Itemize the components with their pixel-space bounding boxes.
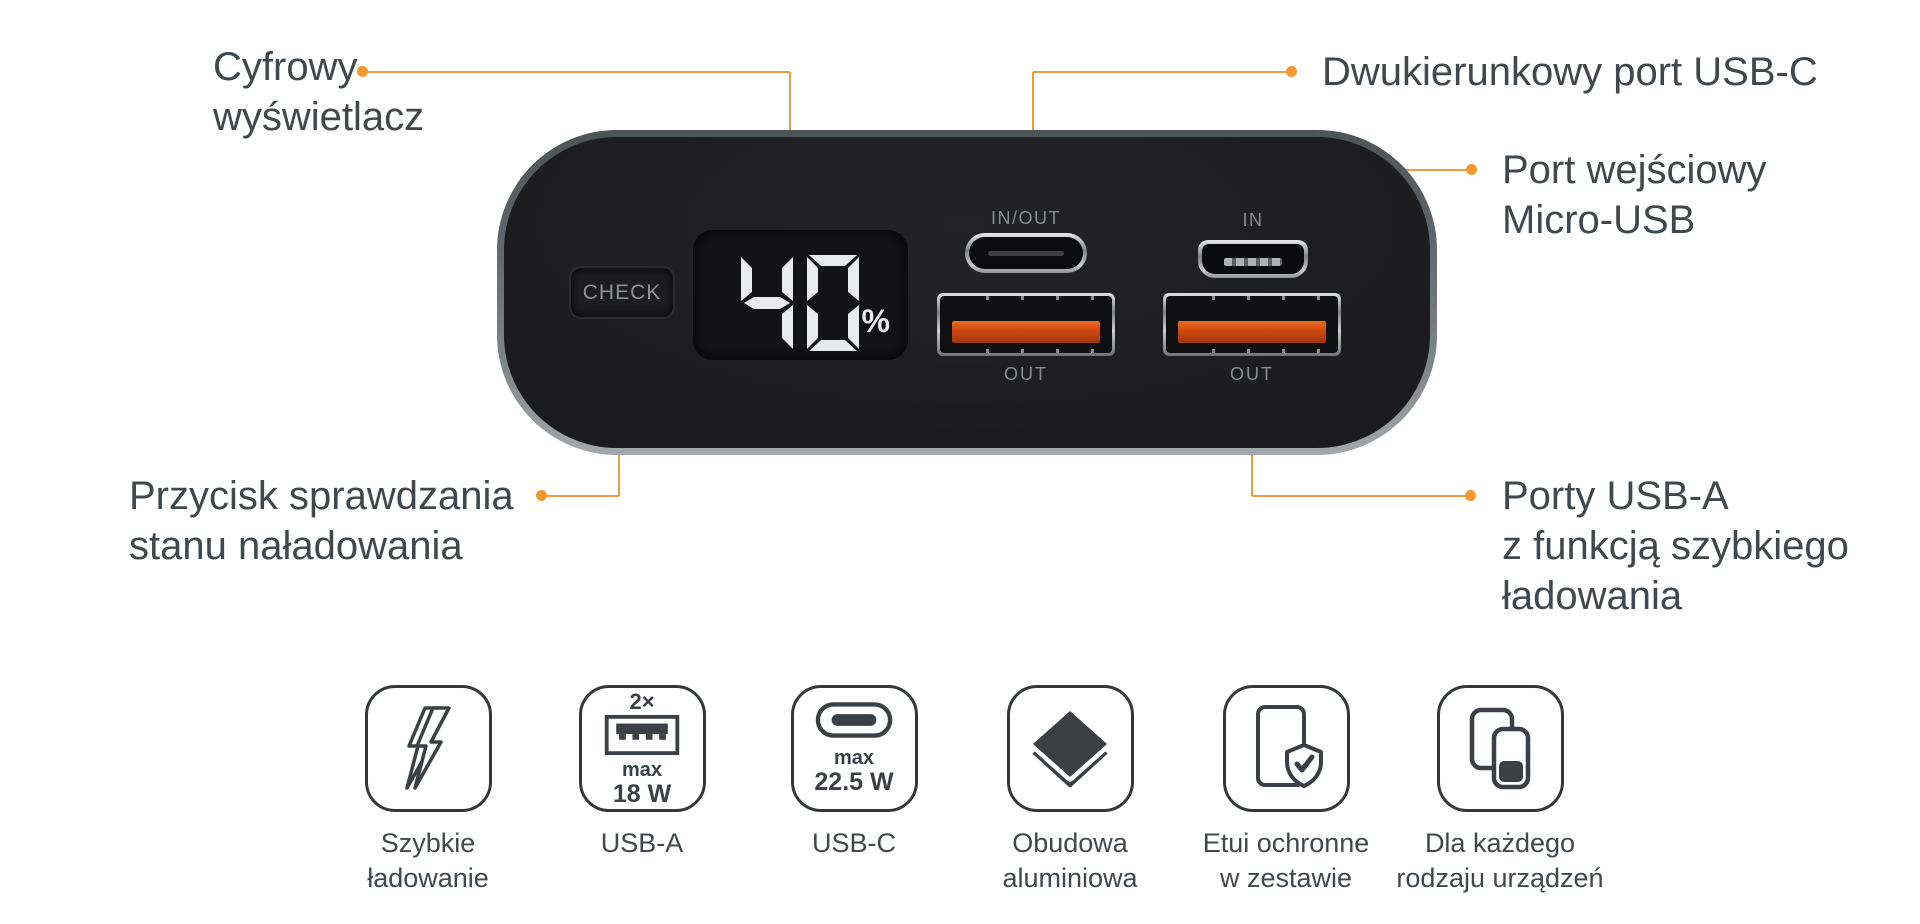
max-watts: 22.5 W xyxy=(814,768,894,796)
callout-micro-line2: Micro-USB xyxy=(1502,198,1696,242)
usbc-port-tongue xyxy=(988,251,1064,256)
usbc-port xyxy=(965,233,1087,273)
callout-usba-line1: Porty USB-A xyxy=(1502,474,1729,518)
devices-icon xyxy=(1469,707,1531,789)
usba-port-1-tongue xyxy=(952,321,1100,343)
callout-dot xyxy=(357,66,368,77)
max-watts: 18 W xyxy=(612,779,672,808)
feature-label: USB-C xyxy=(811,828,896,858)
usb-c-tile: max 22.5 W xyxy=(790,685,918,812)
check-button: CHECK xyxy=(569,266,675,319)
case-shield-icon xyxy=(1256,704,1323,788)
feature-usb-c: max 22.5 W USB-C xyxy=(744,685,964,861)
feature-label: Obudowa aluminiowa xyxy=(1002,828,1138,893)
callout-check-line2: stanu naładowania xyxy=(129,524,463,568)
usb-a-connector-icon xyxy=(604,714,680,755)
usba-port-2-cavity xyxy=(1166,296,1338,353)
feature-label: Dla każdego rodzaju urządzeń xyxy=(1396,828,1604,893)
max-label: max xyxy=(621,758,663,781)
callout-label-check: Przycisk sprawdzania stanu naładowania xyxy=(129,471,514,571)
callout-line xyxy=(1033,71,1292,73)
callout-usbc-line1: Dwukierunkowy port USB-C xyxy=(1322,50,1818,94)
callout-usba-line3: ładowania xyxy=(1502,574,1683,618)
aluminum-case-tile xyxy=(1006,685,1134,812)
callout-usba-line2: z funkcją szybkiego xyxy=(1502,524,1849,568)
callout-line xyxy=(363,71,790,73)
callout-line xyxy=(1252,495,1471,497)
feature-aluminum-case: Obudowa aluminiowa xyxy=(960,685,1180,896)
callout-label-usbc: Dwukierunkowy port USB-C xyxy=(1322,47,1818,97)
feature-all-devices: Dla każdego rodzaju urządzeń xyxy=(1390,685,1610,896)
callout-label-usba: Porty USB-A z funkcją szybkiego ładowani… xyxy=(1502,471,1849,621)
usb-a-tile: 2× max 18 W xyxy=(578,685,706,812)
micro-usb-port xyxy=(1198,240,1308,278)
max-label: max xyxy=(833,747,875,769)
callout-line xyxy=(1251,417,1253,496)
usba-port-2 xyxy=(1163,293,1341,356)
feature-protective-case: Etui ochronne w zestawie xyxy=(1176,685,1396,896)
usba-port-2-label: OUT xyxy=(1230,364,1274,384)
callout-display-line2: wyświetlacz xyxy=(213,95,425,139)
fast-charging-tile xyxy=(364,685,492,812)
usbc-port-label: IN/OUT xyxy=(991,208,1061,228)
feature-label: USB-A xyxy=(600,828,684,858)
feature-label: Etui ochronne w zestawie xyxy=(1202,828,1370,893)
callout-check-line1: Przycisk sprawdzania xyxy=(129,474,514,518)
callout-line xyxy=(542,495,619,497)
micro-usb-port-label: IN xyxy=(1242,210,1264,230)
usba-port-1 xyxy=(937,293,1115,356)
micro-usb-pins xyxy=(1224,257,1282,266)
callout-label-micro: Port wejściowy Micro-USB xyxy=(1502,145,1767,245)
usb-c-connector-icon xyxy=(815,702,893,738)
callout-label-display: Cyfrowy wyświetlacz xyxy=(213,42,424,142)
usb-a-count: 2× xyxy=(629,688,655,714)
powerbank-device: CHECK % IN/OUT xyxy=(497,130,1437,455)
callout-dot xyxy=(1466,164,1477,175)
callout-dot xyxy=(536,490,547,501)
callout-display-line1: Cyfrowy xyxy=(213,45,358,89)
battery-display-screen: % xyxy=(693,230,908,360)
feature-label: Szybkie ładowanie xyxy=(367,828,489,893)
callout-micro-line1: Port wejściowy xyxy=(1502,148,1767,192)
seven-segment-digits-40 xyxy=(741,255,859,351)
callout-dot xyxy=(1286,66,1297,77)
usba-port-2-tongue xyxy=(1178,321,1326,343)
callout-dot xyxy=(1465,490,1476,501)
layers-icon xyxy=(1028,706,1112,787)
usbc-port-cavity xyxy=(969,237,1083,269)
feature-usb-a: 2× max 18 W USB-A xyxy=(532,685,752,861)
check-button-label: CHECK xyxy=(582,280,662,304)
usba-port-1-label: OUT xyxy=(1004,364,1048,384)
protective-case-tile xyxy=(1222,685,1350,812)
percent-sign: % xyxy=(861,303,890,339)
usba-port-1-cavity xyxy=(940,296,1112,353)
feature-fast-charging: Szybkie ładowanie xyxy=(318,685,538,896)
all-devices-tile xyxy=(1436,685,1564,812)
micro-usb-cavity xyxy=(1202,244,1304,274)
lightning-icon xyxy=(405,705,451,790)
